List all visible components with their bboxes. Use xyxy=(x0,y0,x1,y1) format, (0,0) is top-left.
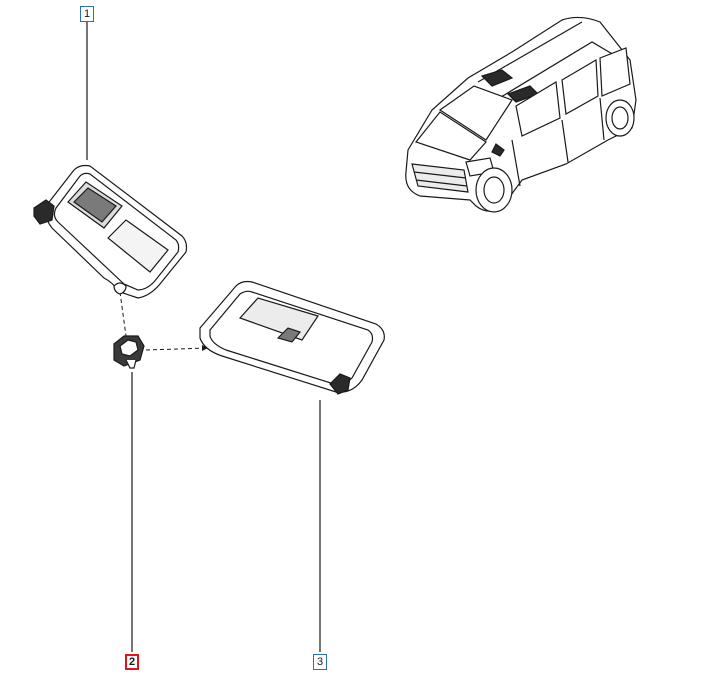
roof-rack-bar-front xyxy=(480,69,514,87)
dash-visor-to-clip xyxy=(119,291,127,337)
right-sun-visor[interactable] xyxy=(199,280,385,395)
dash-clip-to-visor-right xyxy=(145,347,209,351)
mirror-flap xyxy=(238,297,319,341)
visor-hinge-right xyxy=(329,373,351,395)
assembly-dashes xyxy=(119,291,209,351)
left-sun-visor[interactable] xyxy=(33,164,188,299)
callout-1[interactable]: 1 xyxy=(80,6,94,22)
vehicle-illustration xyxy=(405,16,637,213)
callout-2[interactable]: 2 xyxy=(125,654,139,670)
callout-3[interactable]: 3 xyxy=(313,654,327,670)
visor-clip[interactable] xyxy=(113,335,145,369)
arrow-head xyxy=(202,345,208,351)
ticket-pocket xyxy=(107,219,169,273)
leader-lines xyxy=(86,22,321,652)
visor-hinge-left xyxy=(33,199,55,225)
